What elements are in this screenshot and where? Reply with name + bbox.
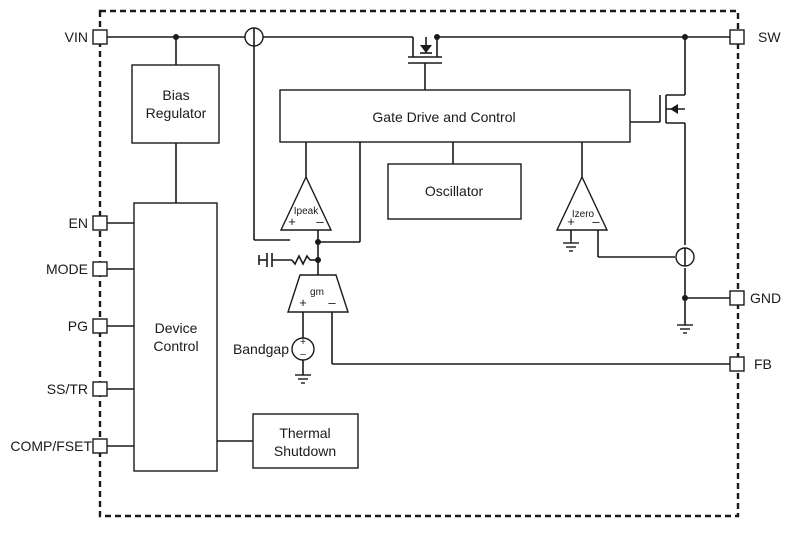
pin-comp-fset-label: COMP/FSET — [10, 438, 92, 454]
thermal-shutdown-block: Thermal Shutdown — [252, 413, 359, 469]
gate-drive-block: Gate Drive and Control — [279, 89, 631, 143]
pin-vin-label: VIN — [65, 29, 88, 45]
current-sensor-vin — [244, 27, 264, 47]
pin-sw: SW — [729, 29, 781, 45]
bandgap-source: + – Bandgap — [233, 337, 315, 361]
pin-comp-fset: COMP/FSET — [10, 438, 108, 454]
low-side-mosfet — [659, 94, 685, 124]
pin-en: EN — [69, 215, 108, 231]
bias-regulator-block: Bias Regulator — [131, 64, 220, 144]
thermal-shutdown-label-1: Thermal — [279, 425, 330, 441]
pin-mode-label: MODE — [46, 261, 88, 277]
gm-minus-sign: – — [328, 295, 336, 310]
izero-label: Izero — [572, 209, 595, 220]
ground-izero — [563, 240, 579, 252]
device-control-label-2: Control — [153, 338, 198, 354]
wires — [107, 36, 730, 447]
pin-vin: VIN — [65, 29, 108, 45]
bias-regulator-label-1: Bias — [162, 87, 189, 103]
oscillator-label: Oscillator — [425, 183, 484, 199]
gate-drive-label: Gate Drive and Control — [372, 109, 515, 125]
gm-label: gm — [310, 287, 324, 298]
high-side-mosfet — [408, 37, 442, 64]
pin-fb: FB — [729, 356, 772, 372]
ipeak-label: Ipeak — [294, 206, 319, 217]
thermal-shutdown-label-2: Shutdown — [274, 443, 336, 459]
pin-gnd-label: GND — [750, 290, 781, 306]
pin-pg-label: PG — [68, 318, 88, 334]
ipeak-plus-sign: + — [288, 214, 296, 229]
bandgap-minus-sign: – — [300, 349, 306, 360]
pin-mode: MODE — [46, 261, 108, 277]
pin-pg: PG — [68, 318, 108, 334]
ground-low-side — [677, 324, 693, 334]
izero-comparator: Izero + – — [555, 175, 609, 231]
izero-plus-sign: + — [567, 214, 575, 229]
pin-fb-label: FB — [754, 356, 772, 372]
gm-amplifier: gm + – — [287, 274, 349, 313]
ipeak-comparator: Ipeak + – — [279, 175, 333, 231]
pin-ss-tr-label: SS/TR — [47, 381, 88, 397]
izero-minus-sign: – — [592, 214, 600, 229]
pin-gnd: GND — [729, 290, 781, 306]
pin-en-label: EN — [69, 215, 88, 231]
bias-regulator-label-2: Regulator — [146, 105, 207, 121]
device-control-label-1: Device — [155, 320, 198, 336]
oscillator-block: Oscillator — [387, 163, 522, 220]
ipeak-minus-sign: – — [316, 214, 324, 229]
bandgap-plus-sign: + — [300, 337, 306, 348]
pin-ss-tr: SS/TR — [47, 381, 108, 397]
current-sensor-low-side — [675, 247, 695, 267]
bandgap-label: Bandgap — [233, 341, 289, 357]
device-control-block: Device Control — [133, 202, 218, 472]
gm-plus-sign: + — [299, 295, 307, 310]
junction-dots — [173, 34, 688, 301]
pin-sw-label: SW — [758, 29, 781, 45]
comp-capacitor — [258, 253, 273, 267]
ground-bandgap — [295, 374, 311, 384]
